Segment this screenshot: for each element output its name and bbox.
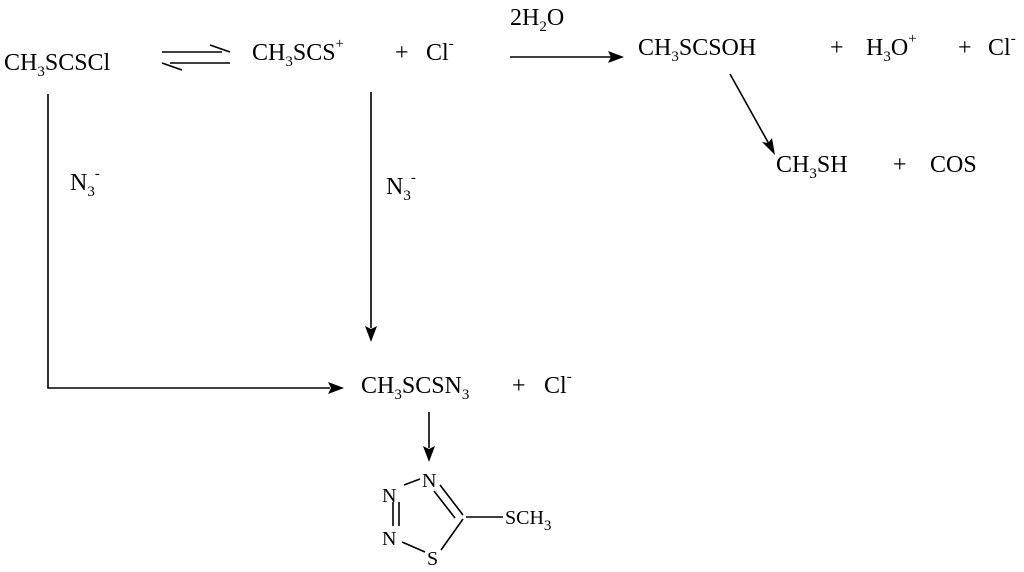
hydrolysis-arrow: [510, 51, 624, 63]
hydronium-ion: H3O+: [866, 31, 917, 65]
plus-sign: +: [395, 40, 409, 66]
hydroxy-product: CH3SCSOH: [638, 35, 756, 65]
cation-species: CH3SCS+: [252, 36, 344, 70]
azide-reagent-left: N3-: [70, 166, 100, 200]
ring-atom-n: N: [382, 528, 396, 550]
ring-atom-s: S: [427, 548, 438, 570]
decomposition-arrow: [729, 73, 775, 155]
plus-sign: +: [512, 373, 526, 399]
cation-azidation-arrow: [365, 92, 377, 342]
plus-sign: +: [893, 152, 907, 178]
water-reagent: 2H2O: [510, 5, 564, 35]
chloride-ion: Cl-: [544, 369, 572, 399]
carbonyl-sulfide: COS: [930, 152, 977, 178]
azide-reagent-center: N3-: [386, 170, 416, 204]
ring-atom-n: N: [382, 485, 396, 507]
cyclization-arrow: [423, 412, 435, 462]
thiatriazole-ring: N N N S SCH3: [382, 470, 551, 570]
plus-sign: +: [830, 35, 844, 61]
chloride-ion: Cl-: [988, 31, 1016, 61]
methanethiol: CH3SH: [776, 152, 848, 182]
ring-atom-n: N: [422, 470, 436, 492]
chloride-ion: Cl-: [426, 36, 454, 66]
azide-product: CH3SCSN3: [361, 373, 469, 403]
methylthiocarbonyl-sulfenyl-chloride: CH3SCSCl: [4, 50, 111, 80]
direct-azidation-arrow: [47, 94, 344, 394]
equilibrium-arrow: [161, 44, 231, 71]
plus-sign: +: [958, 35, 972, 61]
methylthio-substituent: SCH3: [505, 507, 551, 534]
